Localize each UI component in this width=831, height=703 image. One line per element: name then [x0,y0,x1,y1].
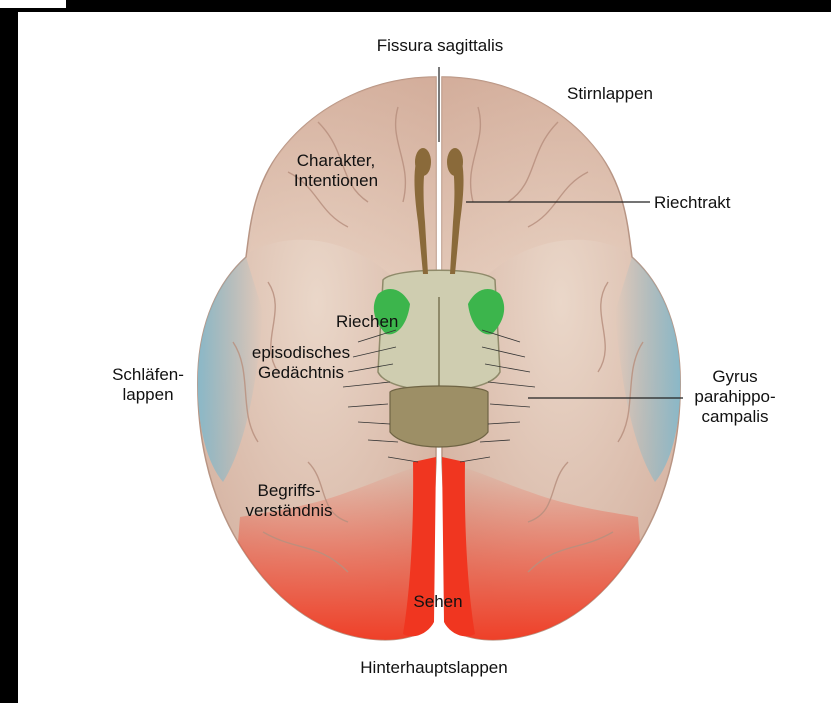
label-stirnlappen: Stirnlappen [567,84,653,104]
label-begriffsverstaendnis: Begriffs- verständnis [234,481,344,521]
figure-canvas: Fissura sagittalis Stirnlappen Charakter… [18,12,831,703]
label-gyrus-line1: Gyrus [680,367,790,387]
olfactory-bulb-right [447,148,463,176]
label-episodisches-gedaechtnis: episodisches Gedächtnis [236,343,366,383]
label-charakter-line1: Charakter, [276,151,396,171]
label-gyrus-line2: parahippo- [680,387,790,407]
label-riechtrakt: Riechtrakt [654,193,731,213]
white-corner [0,0,66,8]
label-episodisch-line2: Gedächtnis [236,363,366,383]
label-begriffs-line1: Begriffs- [234,481,344,501]
label-charakter-line2: Intentionen [276,171,396,191]
label-schlaefen-line2: lappen [102,385,194,405]
black-border-top [0,0,831,12]
label-schlaefen-line1: Schläfen- [102,365,194,385]
label-schlaefenlappen: Schläfen- lappen [102,365,194,405]
label-gyrus-parahippocampalis: Gyrus parahippo- campalis [680,367,790,427]
label-hinterhauptslappen: Hinterhauptslappen [334,658,534,678]
label-riechen: Riechen [336,312,398,332]
label-charakter: Charakter, Intentionen [276,151,396,191]
label-episodisch-line1: episodisches [236,343,366,363]
label-gyrus-line3: campalis [680,407,790,427]
cerebellum [390,386,488,447]
olfactory-bulb-left [415,148,431,176]
label-fissura-sagittalis: Fissura sagittalis [350,36,530,56]
black-border-left [0,395,18,703]
label-sehen: Sehen [398,592,478,612]
label-begriffs-line2: verständnis [234,501,344,521]
